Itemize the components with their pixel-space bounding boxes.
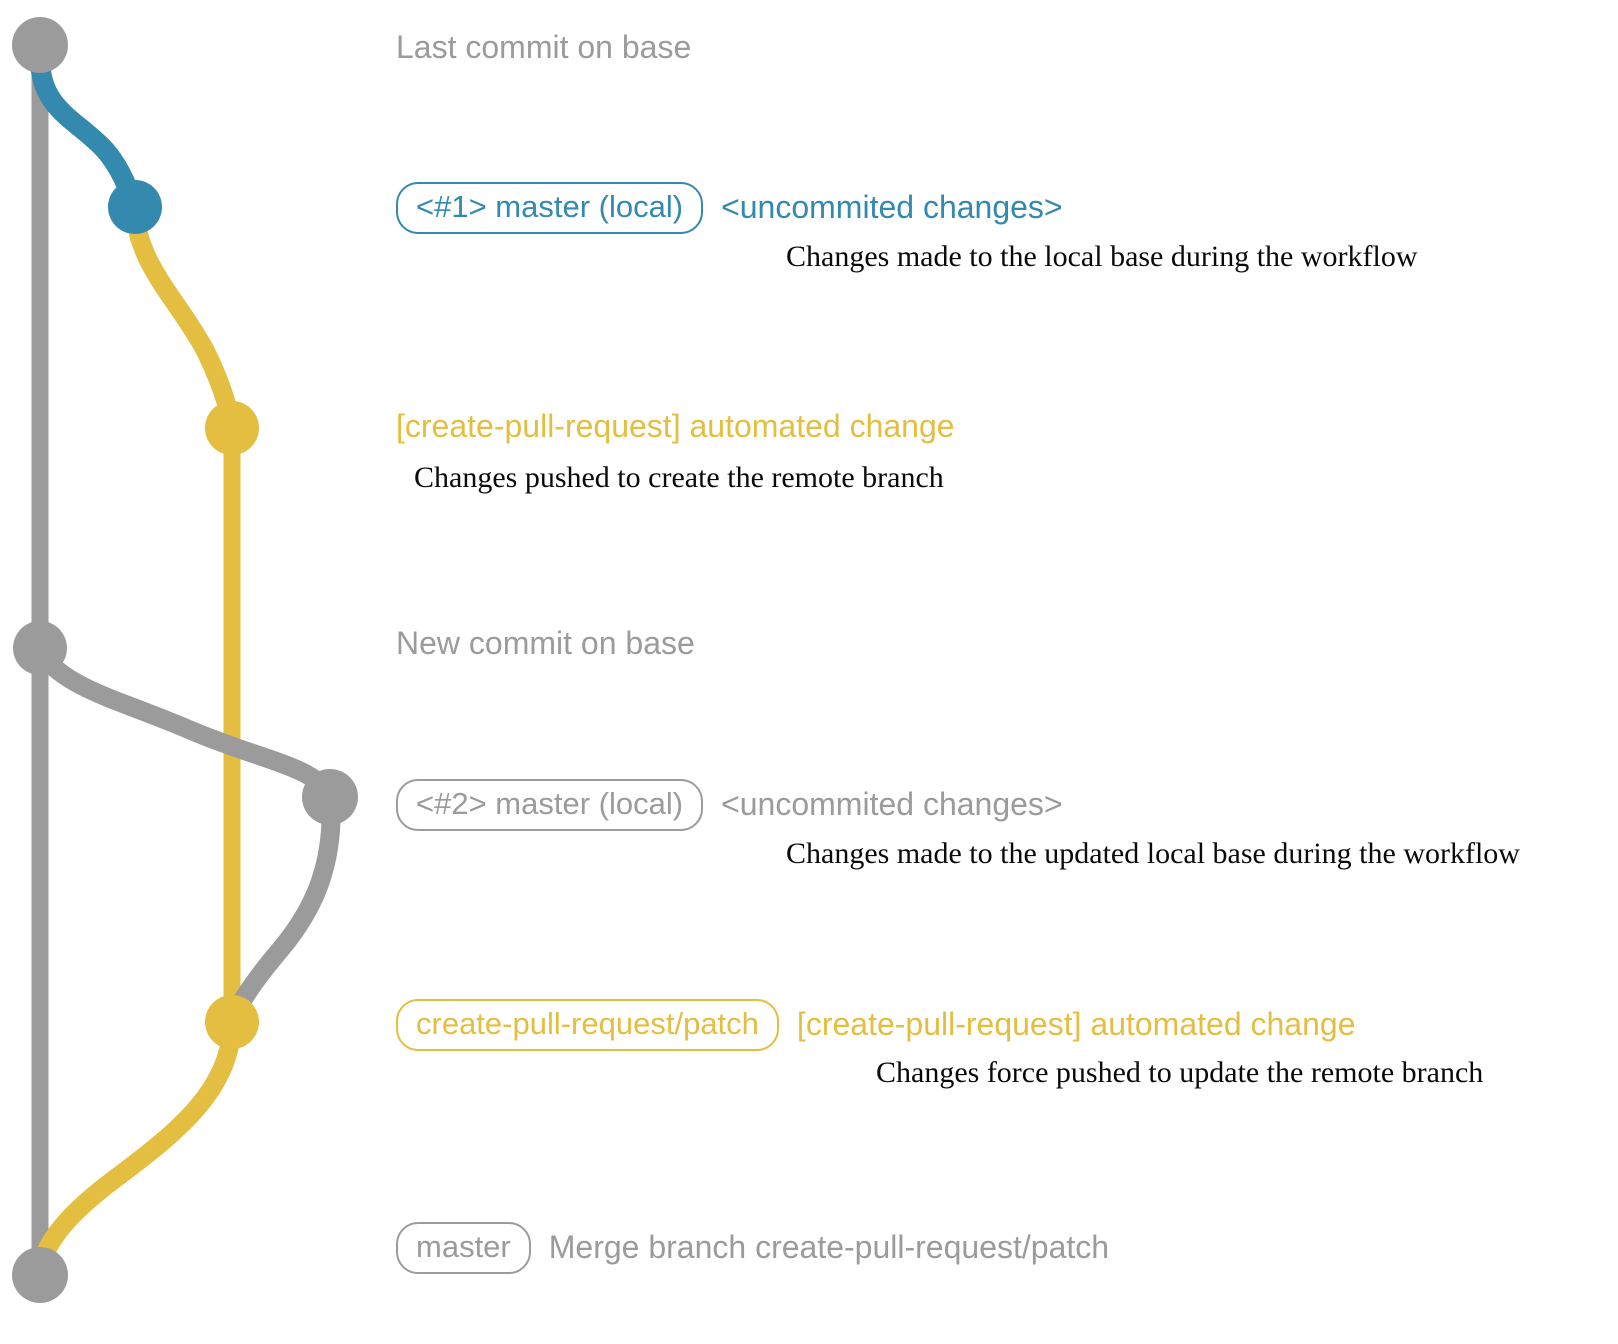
node-patch-2 xyxy=(205,995,259,1049)
commit-message-automated-change-1: [create-pull-request] automated change xyxy=(396,408,955,444)
row-local-1: <#1> master (local) <uncommited changes> xyxy=(396,182,1063,234)
node-patch-1 xyxy=(205,401,259,455)
branch-pill-master[interactable]: master xyxy=(396,1222,531,1274)
commit-message-last-commit: Last commit on base xyxy=(396,29,692,65)
annotation-patch: Changes force pushed to update the remot… xyxy=(876,1056,1484,1089)
branch-pill-local-1[interactable]: <#1> master (local) xyxy=(396,182,704,234)
node-base-head xyxy=(12,17,68,73)
commit-message-new-commit: New commit on base xyxy=(396,625,695,661)
branch-pill-local-2[interactable]: <#2> master (local) xyxy=(396,779,704,831)
node-base-merge xyxy=(12,1247,68,1303)
commit-message-merge: Merge branch create-pull-request/patch xyxy=(548,1229,1110,1265)
row-patch-branch: create-pull-request/patch [create-pull-r… xyxy=(396,999,1355,1051)
row-new-commit: New commit on base xyxy=(396,625,695,661)
node-local-2 xyxy=(302,769,358,825)
row-last-commit: Last commit on base xyxy=(396,29,692,65)
edge-basenew-to-local2 xyxy=(32,645,338,803)
edge-patch2-to-merge xyxy=(30,1018,242,1278)
row-master-merge: master Merge branch create-pull-request/… xyxy=(396,1222,1109,1274)
annotation-local-2: Changes made to the updated local base d… xyxy=(786,837,1520,870)
branch-pill-create-pull-request-patch[interactable]: create-pull-request/patch xyxy=(396,999,779,1051)
annotation-local-1: Changes made to the local base during th… xyxy=(786,240,1418,273)
node-base-new xyxy=(13,621,67,675)
commit-message-local-1: <uncommited changes> xyxy=(721,189,1063,225)
commit-message-automated-change-2: [create-pull-request] automated change xyxy=(796,1006,1356,1042)
git-graph xyxy=(12,17,358,1303)
commit-message-local-2: <uncommited changes> xyxy=(721,786,1063,822)
row-local-2: <#2> master (local) <uncommited changes> xyxy=(396,779,1063,831)
edge-local1-to-patch1 xyxy=(125,202,242,438)
node-local-1 xyxy=(108,180,162,234)
annotation-automated-change-1: Changes pushed to create the remote bran… xyxy=(414,461,944,494)
row-automated-change-1: [create-pull-request] automated change xyxy=(396,408,955,444)
edge-local2-to-patch2 xyxy=(222,792,341,1032)
